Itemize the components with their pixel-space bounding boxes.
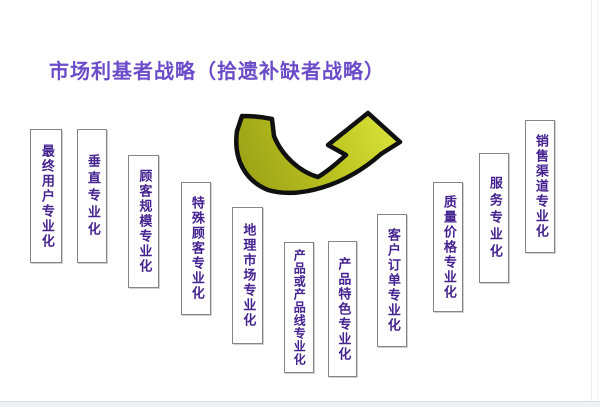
strategy-label: 产品或产品线专业化 [292,249,307,366]
strategy-box-7: 产品特色专业化 [328,241,357,377]
strategy-label: 产品特色专业化 [335,256,351,362]
strategy-box-6: 产品或产品线专业化 [284,242,314,373]
strategy-box-9: 质量价格专业化 [433,182,463,312]
page-bottom-strip [0,401,600,407]
page-edge-line [597,0,598,407]
strategy-label: 销售渠道专业化 [532,134,548,239]
strategy-label: 特殊顾客专业化 [188,196,204,301]
strategy-box-10: 服务专业化 [479,153,509,283]
strategy-box-5: 地理市场专业化 [232,207,263,344]
u-turn-arrow-shape [234,110,403,195]
u-turn-arrow-icon [234,110,403,195]
strategy-box-11: 销售渠道专业化 [525,120,555,253]
strategy-label: 质量价格专业化 [440,194,456,300]
strategy-box-8: 客户订单专业化 [377,214,407,347]
strategy-box-1: 最终用户专业化 [30,129,62,263]
strategy-label: 客户订单专业化 [384,228,400,333]
strategy-box-3: 顾客规模专业化 [128,155,159,288]
strategy-label: 垂直专业化 [84,153,100,239]
strategy-label: 最终用户专业化 [38,143,54,249]
strategy-box-2: 垂直专业化 [77,129,107,263]
page-edge-line [591,0,592,407]
strategy-label: 顾客规模专业化 [136,169,152,274]
strategy-label: 服务专业化 [486,175,502,261]
strategy-label: 地理市场专业化 [240,223,256,328]
slide-title: 市场利基者战略（拾遗补缺者战略） [49,59,385,83]
strategy-box-4: 特殊顾客专业化 [181,182,211,315]
